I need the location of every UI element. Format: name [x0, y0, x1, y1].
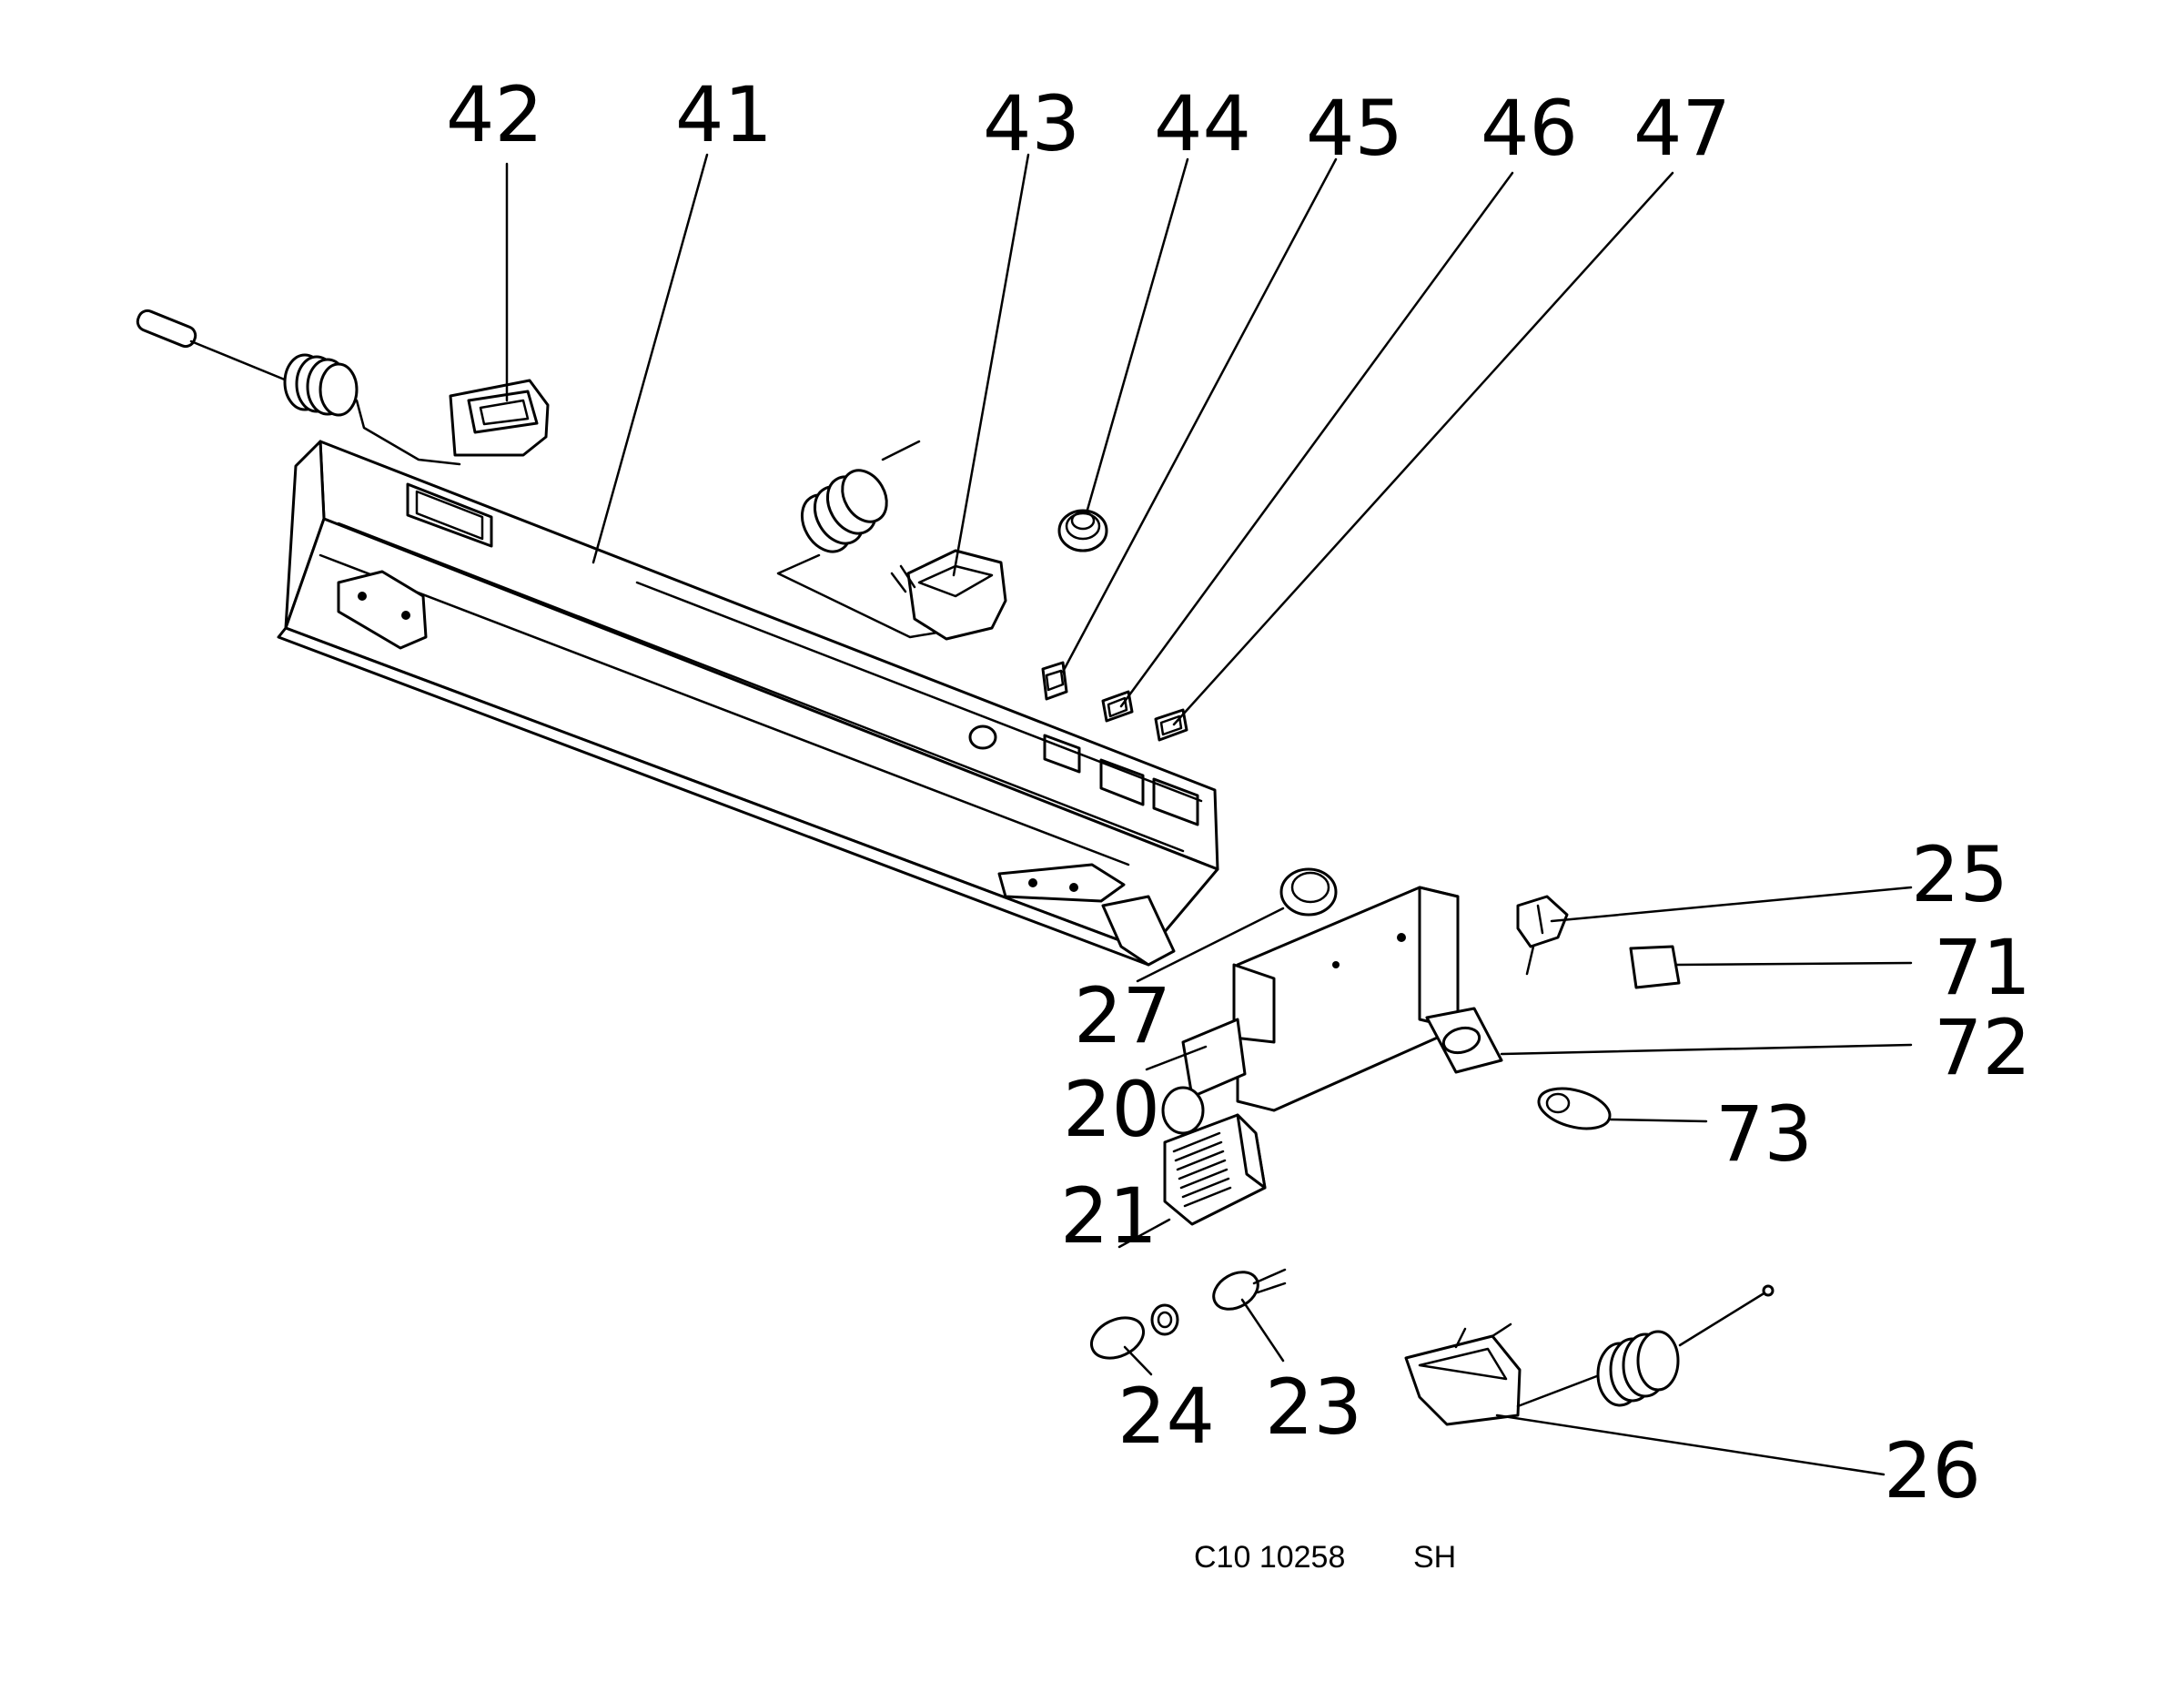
- capillary-coil-icon: [283, 353, 359, 417]
- part-20-lamp-bracket: [1161, 886, 1460, 1135]
- part-71-label: [1629, 945, 1681, 989]
- callout-23: 23: [1265, 1363, 1362, 1452]
- callout-41: 41: [675, 70, 773, 159]
- capillary-coil-icon: [1596, 1330, 1680, 1407]
- coil-icon: [800, 469, 888, 553]
- part-73-lens: [1537, 1087, 1612, 1130]
- part-44-knob: [1057, 509, 1108, 552]
- part-41-control-panel: [277, 440, 1219, 967]
- drawing-reference: C10 10258 SH: [1194, 1540, 1456, 1575]
- callout-26: 26: [1884, 1426, 1981, 1515]
- part-23-bulb: [1212, 1268, 1287, 1311]
- part-24-bulb: [1090, 1303, 1179, 1360]
- callout-21: 21: [1060, 1171, 1158, 1261]
- callout-47: 47: [1633, 84, 1731, 173]
- drawing-suffix: SH: [1413, 1540, 1456, 1575]
- part-26-thermostat-switch: [1404, 1284, 1774, 1426]
- callout-73: 73: [1715, 1089, 1813, 1179]
- callout-25: 25: [1911, 830, 2008, 919]
- leader-lines: [505, 153, 1913, 1476]
- part-25-clip: [1516, 895, 1569, 976]
- part-21-lamp-housing: [1163, 1113, 1267, 1226]
- part-27-cap: [1279, 867, 1338, 917]
- callout-27: 27: [1074, 971, 1171, 1060]
- callout-71: 71: [1934, 923, 2031, 1012]
- part-43-thermostat: [776, 440, 1007, 641]
- part-46-switch: [1101, 690, 1134, 723]
- callout-45: 45: [1306, 84, 1403, 173]
- part-72-indicator-window: [1425, 1007, 1503, 1074]
- callout-44: 44: [1154, 79, 1251, 168]
- callout-20: 20: [1063, 1065, 1160, 1154]
- callout-42: 42: [446, 70, 543, 159]
- part-42-thermostat-assembly: [136, 309, 550, 466]
- callout-46: 46: [1481, 84, 1578, 173]
- callout-72: 72: [1934, 1003, 2031, 1092]
- part-45-switch: [1041, 661, 1068, 701]
- callout-labels: 42 41 43 44 45 46 47 25 71 72 73 27 20 2…: [446, 70, 2031, 1515]
- drawing-code: C10 10258: [1194, 1540, 1345, 1575]
- callout-43: 43: [983, 79, 1080, 168]
- callout-24: 24: [1117, 1372, 1215, 1461]
